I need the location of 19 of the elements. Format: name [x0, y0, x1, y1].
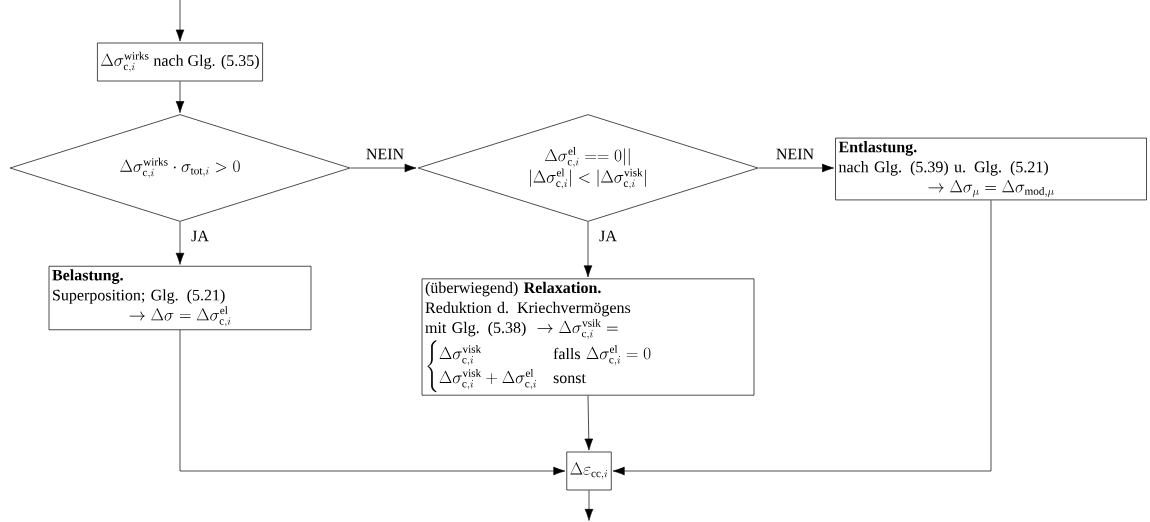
edge-label: NEIN	[364, 147, 406, 161]
process-box: $\Delta\varepsilon_{\mathrm{cc},i}$	[566, 451, 612, 491]
arrow	[584, 490, 594, 521]
edge-label: NEIN	[774, 147, 816, 161]
process-box: Belastung. Superposition; Glg. (5.21) $\to\Delta\sigma=\Delta\sigma_{\mathrm{c},i}^{\mathrm{el}}$	[48, 265, 312, 331]
edge-label: JA	[598, 229, 618, 243]
arrow	[175, 81, 185, 113]
arrow	[758, 163, 834, 173]
arrow	[175, 221, 185, 265]
arrow	[175, 0, 185, 42]
arrow	[612, 199, 992, 476]
process-box: (überwiegend) Relaxation. Reduktion d. Kriechvermögens $\text{mit Glg. (5.38) }\to\Delta\sigma_{\mathrm{c},i}^{\mathrm{vsik}}=$ $\begin{cases}\Delta\sigma_{\mathrm{c},i}^{\mathrm{visk}} & \text{falls }\Delta\sigma_{\mathrm{c},i}^{\mathrm{el}}=0\\ \Delta\sigma_{\mathrm{c},i}^{\mathrm{visk}}+\Delta\sigma_{\mathrm{c},i}^{\mathrm{el}} & \text{sonst}\end{cases}$	[421, 278, 755, 396]
edge-label: JA	[190, 229, 210, 243]
process-box: $\Delta\sigma_{\mathrm{c},i}^{\mathrm{wirks}}\text{ nach Glg. (5.35)}$	[97, 42, 263, 82]
arrow	[350, 163, 417, 173]
arrow	[583, 221, 593, 278]
arrow	[179, 329, 566, 476]
process-box: Entlastung. nach Glg. (5.39) u. Glg. (5.21) $\to\Delta\sigma_{\mu}=\Delta\sigma_{\mathrm{mod},\mu}$	[835, 137, 1147, 201]
arrow	[584, 395, 594, 451]
